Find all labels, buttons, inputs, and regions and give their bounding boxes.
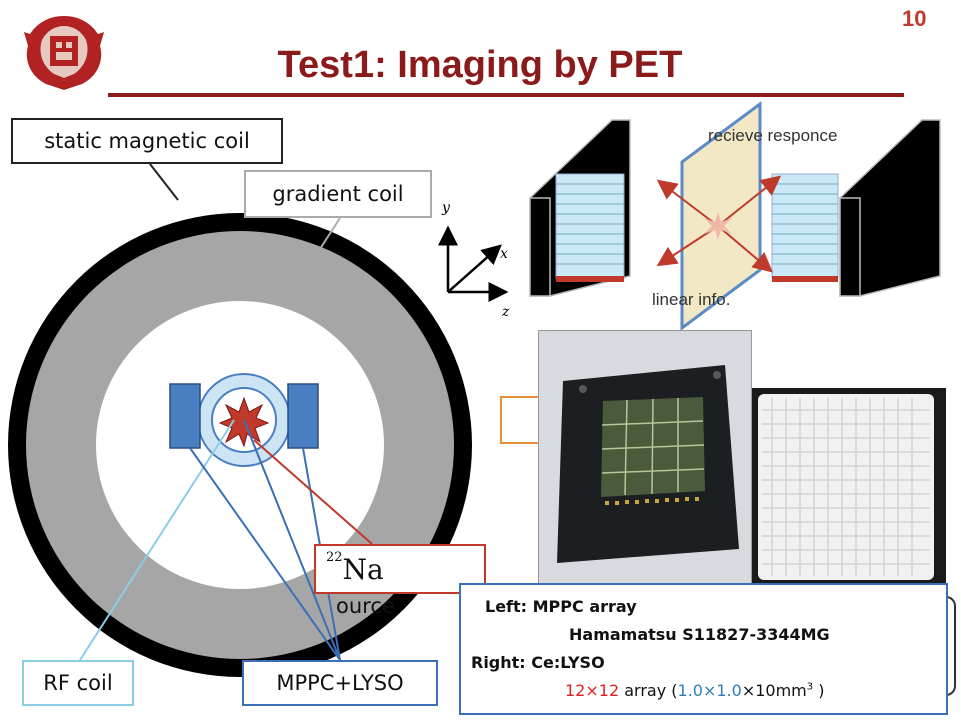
caption-hamamatsu: Hamamatsu S11827-3344MG: [569, 625, 830, 644]
mppc-array-photo: [538, 330, 752, 588]
paren-close: ): [818, 681, 825, 700]
axis-y-label: y: [441, 200, 451, 216]
axis-z-label: z: [501, 304, 510, 320]
gradient-coil-label: gradient coil: [244, 170, 432, 218]
annihilation-star-icon: [704, 212, 732, 240]
array-count: 12×12: [565, 681, 620, 700]
caption-array-spec: 12×12 array (1.0×1.0×10mm3 ): [565, 681, 824, 700]
detector-right: [287, 383, 319, 449]
lyso-crystal-photo: [748, 388, 946, 594]
paren-open: (: [671, 681, 678, 700]
isotope-mass-number: 22: [326, 549, 343, 565]
array-dim-a: 1.0×1.0: [677, 681, 742, 700]
source-label-tail: ource: [336, 594, 395, 618]
recieve-responce-label: recieve responce: [708, 126, 838, 145]
title-underline: [108, 93, 904, 97]
axis-x-label: x: [500, 246, 508, 262]
caption-left: Left: MPPC array: [485, 597, 637, 616]
page-title: Test1: Imaging by PET: [277, 44, 683, 86]
isotope-element: Na: [342, 552, 384, 586]
rf-coil-label: RF coil: [22, 660, 134, 706]
linear-info-label: linear info.: [652, 290, 731, 309]
caption-right: Right: Ce:LYSO: [471, 653, 605, 672]
na22-source-label: 22 Na: [314, 544, 486, 594]
slide-number: 10: [902, 6, 927, 31]
photo-caption: Left: MPPC array Hamamatsu S11827-3344MG…: [459, 583, 948, 715]
mppc-lyso-label: MPPC+LYSO: [242, 660, 438, 706]
axis-triad: y x z: [438, 200, 510, 320]
array-word: array: [624, 681, 667, 700]
static-magnetic-coil-label: static magnetic coil: [11, 118, 283, 164]
array-dim-sup: 3: [806, 681, 814, 693]
university-crest-icon: [24, 16, 104, 90]
detector-left: [169, 383, 201, 449]
pet-schematic: [529, 101, 941, 330]
array-dim-b: ×10mm: [741, 681, 807, 700]
